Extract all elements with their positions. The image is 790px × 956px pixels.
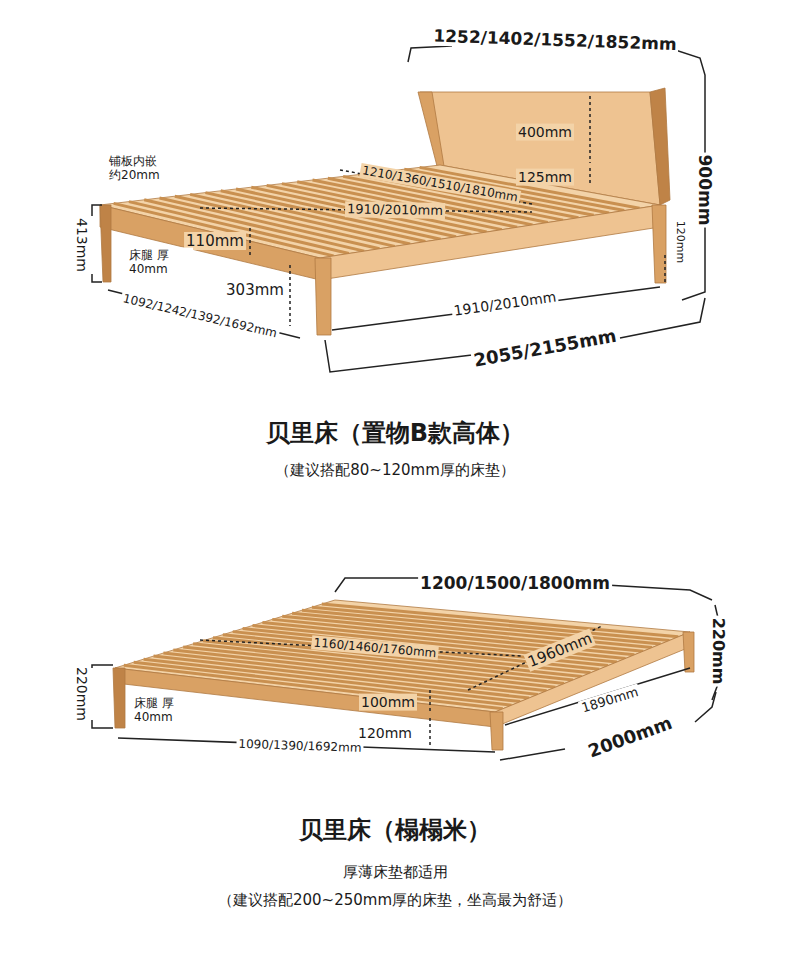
- bed-leg: [683, 632, 694, 672]
- dimension-line: [325, 340, 472, 372]
- dimension-label: 400mm: [516, 124, 574, 141]
- dimension-label: 110mm: [184, 232, 246, 250]
- dimension-label: 1910/2010mm: [451, 288, 560, 320]
- bed-leg: [315, 258, 331, 335]
- leg-note: 床腿 厚40mm: [127, 248, 193, 277]
- dimension-label: 120mm: [673, 219, 686, 265]
- dimension-line: [335, 578, 425, 592]
- leg-note: 床腿 厚40mm: [132, 696, 198, 725]
- product-title: 贝里床（置物B款高体）: [264, 419, 526, 448]
- dimension-line: [664, 255, 666, 282]
- dimension-label: 1252/1402/1552/1852mm: [431, 25, 679, 54]
- dimension-line: [620, 298, 705, 338]
- dimension-label: 1200/1500/1800mm: [418, 573, 612, 593]
- front-rail: [115, 668, 495, 727]
- dimension-line: [249, 228, 251, 256]
- bed-slat: [312, 607, 670, 640]
- dimension-label: 125mm: [516, 169, 574, 186]
- bed-leg: [652, 205, 666, 283]
- note-label: 铺板内嵌 约20mm: [107, 154, 173, 183]
- dimension-line: [408, 46, 452, 62]
- dimension-line: [660, 45, 705, 155]
- dimension-label: 303mm: [224, 281, 286, 299]
- bed-slat: [322, 604, 679, 637]
- dimension-label: 100mm: [359, 694, 417, 711]
- dimension-line: [606, 585, 712, 600]
- dimension-line: [500, 749, 565, 760]
- dimension-line: [695, 692, 716, 722]
- dimension-label: 220mm: [708, 616, 727, 687]
- dimension-line: [589, 168, 591, 186]
- dimension-line: [289, 265, 291, 326]
- product-title: 贝里床（榻榻米）: [297, 816, 493, 845]
- dimension-line: [468, 626, 602, 690]
- dimension-line: [429, 718, 431, 748]
- product-note: 厚薄床垫都适用: [341, 863, 450, 881]
- dimension-line: [92, 274, 102, 282]
- dimension-line: [92, 205, 102, 216]
- headboard-post: [418, 92, 444, 170]
- product-note: （建议搭配80~120mm厚的床垫）: [273, 461, 517, 479]
- bed-leg: [113, 668, 125, 728]
- product-note: （建议搭配200~250mm厚的床垫，坐高最为舒适）: [216, 891, 574, 909]
- dimension-label: 120mm: [356, 725, 414, 742]
- bed-leg: [100, 205, 111, 282]
- bed-leg: [490, 712, 503, 750]
- dimension-line: [92, 665, 113, 668]
- dimension-label: 2055/2155mm: [470, 324, 620, 371]
- dimension-label: 1910/2010mm: [345, 201, 445, 218]
- dimension-line: [92, 720, 113, 728]
- dimension-label: 413mm: [74, 216, 91, 274]
- dimension-label: 220mm: [74, 665, 91, 723]
- dimension-label: 1090/1390/1692mm: [236, 737, 364, 756]
- dimension-line: [589, 96, 591, 163]
- dimension-label: 2000mm: [583, 711, 676, 763]
- foot-rail: [100, 205, 320, 280]
- headboard-side: [650, 88, 670, 205]
- dimension-line: [332, 287, 660, 330]
- dimension-label: 900mm: [695, 153, 715, 228]
- dimension-line: [429, 690, 431, 712]
